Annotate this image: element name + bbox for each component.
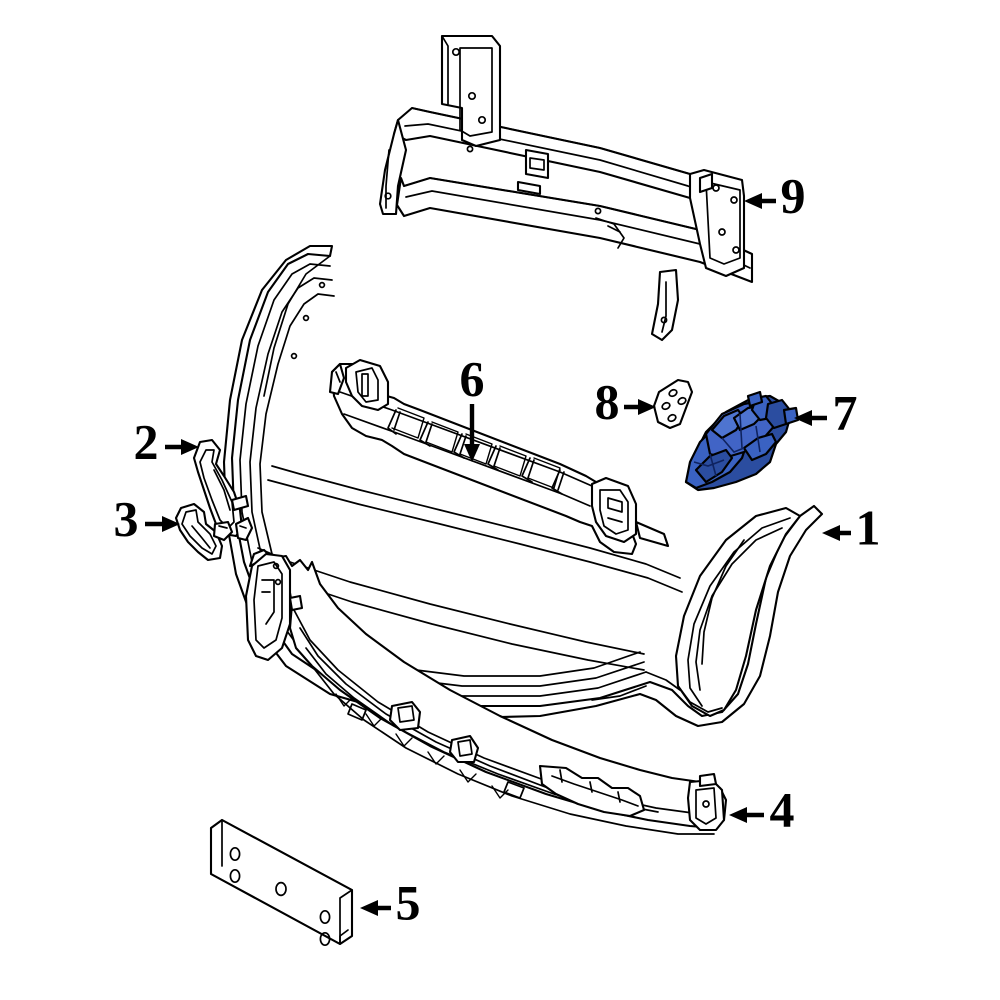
callout-6-number: 6 [460,350,485,406]
callout-4[interactable]: 4 [729,781,795,837]
callout-8-number: 8 [595,373,620,429]
callout-5[interactable]: 5 [360,874,421,930]
callout-9[interactable]: 9 [744,167,806,223]
callout-9-number: 9 [781,167,806,223]
callout-5-number: 5 [396,874,421,930]
part-8-mounting-plate-four-hole[interactable] [652,378,694,430]
part-2-upper-side-retainer-bracket[interactable] [192,438,254,542]
callout-6-arrowhead [464,444,480,462]
callout-7-arrowhead [794,410,812,426]
callout-8-arrowhead [638,399,656,415]
part-3-lower-side-retainer-bracket[interactable] [174,502,234,562]
callout-9-arrowhead [744,193,762,209]
callout-4-arrowhead [729,807,747,823]
callout-7[interactable]: 7 [794,384,858,440]
callout-2[interactable]: 2 [134,413,200,469]
part-6-bumper-energy-absorber[interactable] [328,358,670,556]
callout-8[interactable]: 8 [595,373,657,429]
callout-6[interactable]: 6 [460,350,485,462]
callout-7-number: 7 [833,384,858,440]
callout-3[interactable]: 3 [114,490,181,546]
callout-3-number: 3 [114,490,139,546]
part-5-license-plate-bracket[interactable] [209,818,354,947]
part-7-front-bumper-side-bracket-highlighted[interactable] [684,390,800,492]
callout-1-arrowhead [822,525,840,541]
callout-5-arrowhead [360,900,378,916]
part-4-lower-bumper-valance[interactable] [244,548,728,835]
callout-2-number: 2 [134,413,159,469]
callout-2-arrowhead [181,439,199,455]
callout-1-number: 1 [856,499,881,555]
callout-layer: 1 2 3 4 [114,167,881,930]
callout-3-arrowhead [162,516,180,532]
callout-1[interactable]: 1 [822,499,881,555]
callout-4-number: 4 [770,781,795,837]
part-9-radiator-support-impact-bar[interactable] [378,34,754,342]
